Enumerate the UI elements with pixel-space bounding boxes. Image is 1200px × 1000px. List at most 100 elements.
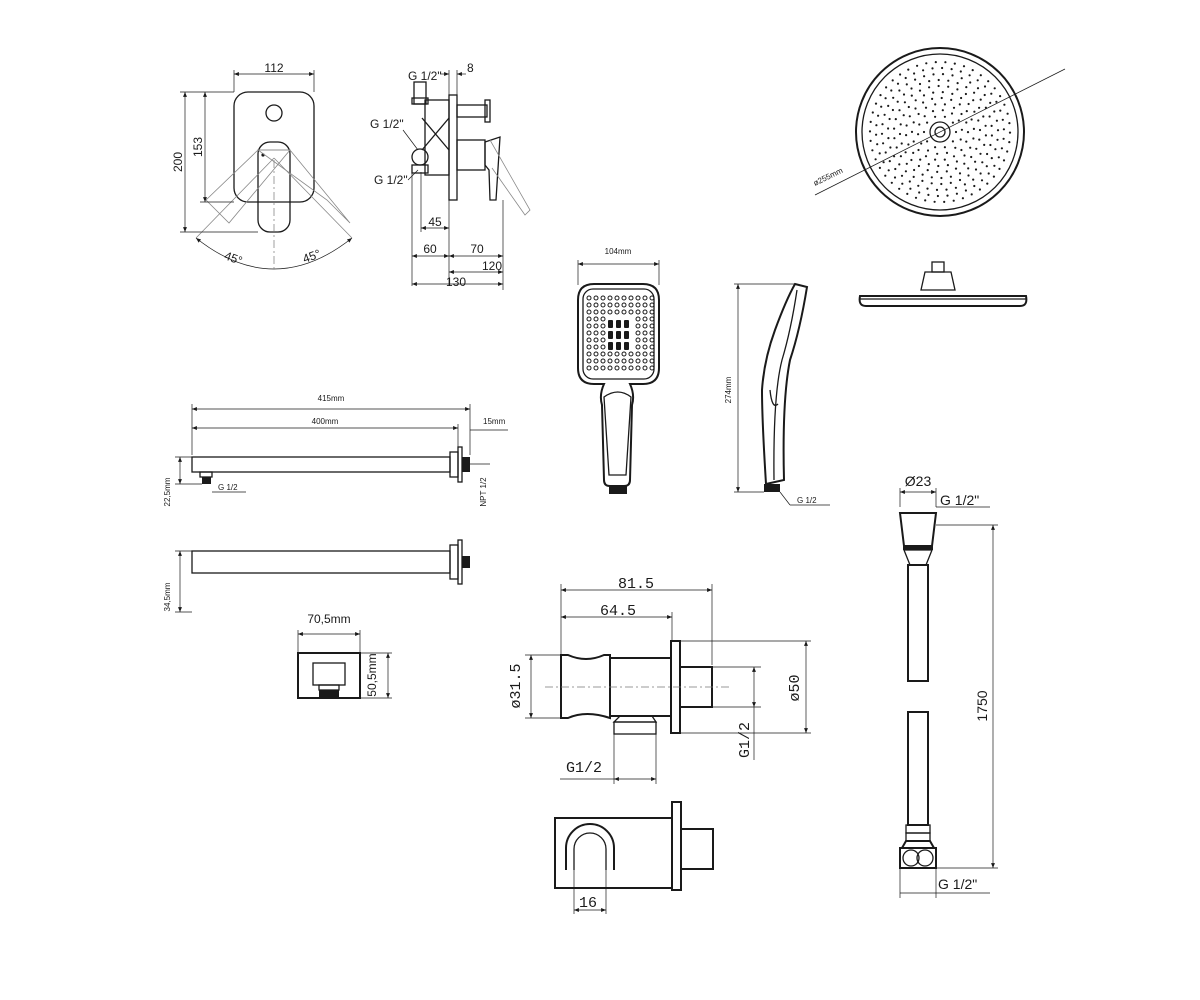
shower-holder-side-view: 81.5 64.5 ø31.5 ø50 G1/2 G1/2: [508, 576, 811, 784]
nozzle-dot: [967, 102, 970, 106]
holder-315-label: ø31.5: [508, 663, 525, 708]
rain-shower-outer: [855, 47, 1025, 217]
nozzle-dot: [1008, 141, 1011, 144]
nozzle-dot: [999, 95, 1002, 98]
nozzle-dot: [586, 316, 592, 322]
nozzle-dot: [950, 112, 954, 115]
nozzle-dot: [945, 188, 948, 191]
nozzle-dot: [933, 200, 936, 203]
nozzle-dot: [990, 92, 993, 95]
hand-width-label: 104mm: [605, 247, 632, 256]
nozzle-dot: [600, 337, 606, 343]
nozzle-dot: [972, 127, 976, 130]
arm-thread-label: G 1/2: [218, 483, 238, 492]
nozzle-dot: [869, 139, 872, 142]
nozzle-dot: [988, 115, 991, 118]
nozzle-dot: [899, 73, 902, 76]
nozzle-dot: [968, 74, 971, 77]
nozzle-dot: [917, 112, 920, 116]
rain-shower-nozzles: [868, 61, 1012, 203]
nozzle-dot: [998, 167, 1001, 170]
nozzle-dot: [923, 115, 926, 118]
nozzle-dot: [593, 344, 599, 350]
nozzle-dot: [931, 110, 935, 113]
nozzle-dot: [996, 129, 1000, 132]
nozzle-dot: [899, 123, 902, 126]
nozzle-dot: [649, 295, 655, 301]
nozzle-dot: [943, 103, 947, 106]
nozzle-dot: [972, 99, 975, 102]
rain-shower-side-view: [858, 261, 1028, 307]
nozzle-dot: [649, 351, 655, 357]
nozzle-dot: [951, 121, 955, 124]
nozzle-dot: [932, 91, 935, 94]
shower-arm-side-view: 34,5mm: [163, 539, 470, 613]
nozzle-dot: [931, 67, 934, 70]
nozzle-dot: [953, 62, 956, 65]
nozzle-dot: [900, 174, 904, 177]
nozzle-dot: [973, 184, 976, 188]
hand-length-label: 274mm: [724, 376, 733, 403]
nozzle-dot: [905, 162, 908, 165]
nozzle-dot: [997, 156, 1000, 159]
nozzle-dot: [909, 187, 912, 190]
nozzle-dot: [940, 182, 943, 186]
nozzle-dot: [607, 351, 613, 357]
nozzle-dot: [960, 112, 963, 116]
nozzle-dot: [898, 89, 901, 92]
nozzle-dot: [642, 330, 648, 336]
nozzle-dot: [960, 77, 963, 80]
nozzle-dot: [941, 109, 944, 112]
wall-plate: [448, 94, 458, 201]
nozzle-dot: [972, 178, 975, 181]
nozzle-dot: [963, 162, 966, 165]
mixer-side-view: G 1/2" G 1/2" G 1/2" 8 45 60 70 120 130: [370, 61, 531, 290]
nozzle-dot: [635, 302, 641, 308]
nozzle-dot: [917, 133, 920, 136]
nozzle-dot: [934, 115, 937, 118]
nozzle-dot: [635, 309, 641, 315]
nozzle-dot: [917, 148, 920, 152]
dim-60-label: 60: [423, 242, 437, 256]
inlet-mid-label: G 1/2": [370, 117, 404, 131]
nozzle-dot: [983, 93, 986, 97]
nozzle-dot: [978, 106, 981, 109]
nozzle-dot: [926, 140, 929, 143]
nozzle-dot: [928, 80, 931, 83]
nozzle-dot: [973, 91, 976, 94]
nozzle-dot: [989, 101, 992, 104]
nozzle-dot: [936, 194, 940, 198]
nozzle-dot: [912, 140, 915, 143]
arm-npt-label: NPT 1/2: [479, 477, 488, 507]
nozzle-dot: [893, 176, 897, 179]
nozzle-dot: [1001, 118, 1004, 121]
nozzle-dot: [882, 161, 885, 164]
nozzle-dot: [621, 365, 627, 371]
elbow-height-label: 50,5mm: [365, 653, 379, 696]
nozzle-dot: [635, 365, 641, 371]
nozzle-dot: [931, 97, 934, 100]
nozzle-dot: [912, 151, 915, 154]
dim-45-label: 45: [428, 215, 442, 229]
nozzle-dot: [628, 365, 634, 371]
nozzle-dot: [635, 316, 641, 322]
nozzle-dot: [926, 169, 929, 172]
angle-left-label: 45°: [222, 249, 244, 268]
nozzle-dot: [964, 92, 968, 96]
nozzle-dot: [984, 134, 988, 137]
nozzle-dot: [635, 351, 641, 357]
holder-815-label: 81.5: [618, 576, 654, 593]
hose-length-label: 1750: [974, 690, 990, 721]
nozzle-dot: [1008, 122, 1011, 125]
hand-shower-profile: [760, 282, 809, 486]
nozzle-dot: [607, 295, 613, 301]
nozzle-dot: [979, 152, 982, 155]
nozzle-dot: [889, 146, 892, 149]
nozzle-dot: [952, 106, 956, 109]
nozzle-dot: [904, 76, 907, 80]
nozzle-dot: [967, 167, 970, 170]
nozzle-dot: [945, 170, 948, 173]
nozzle-dot: [937, 78, 940, 82]
nozzle-dot: [952, 155, 956, 158]
